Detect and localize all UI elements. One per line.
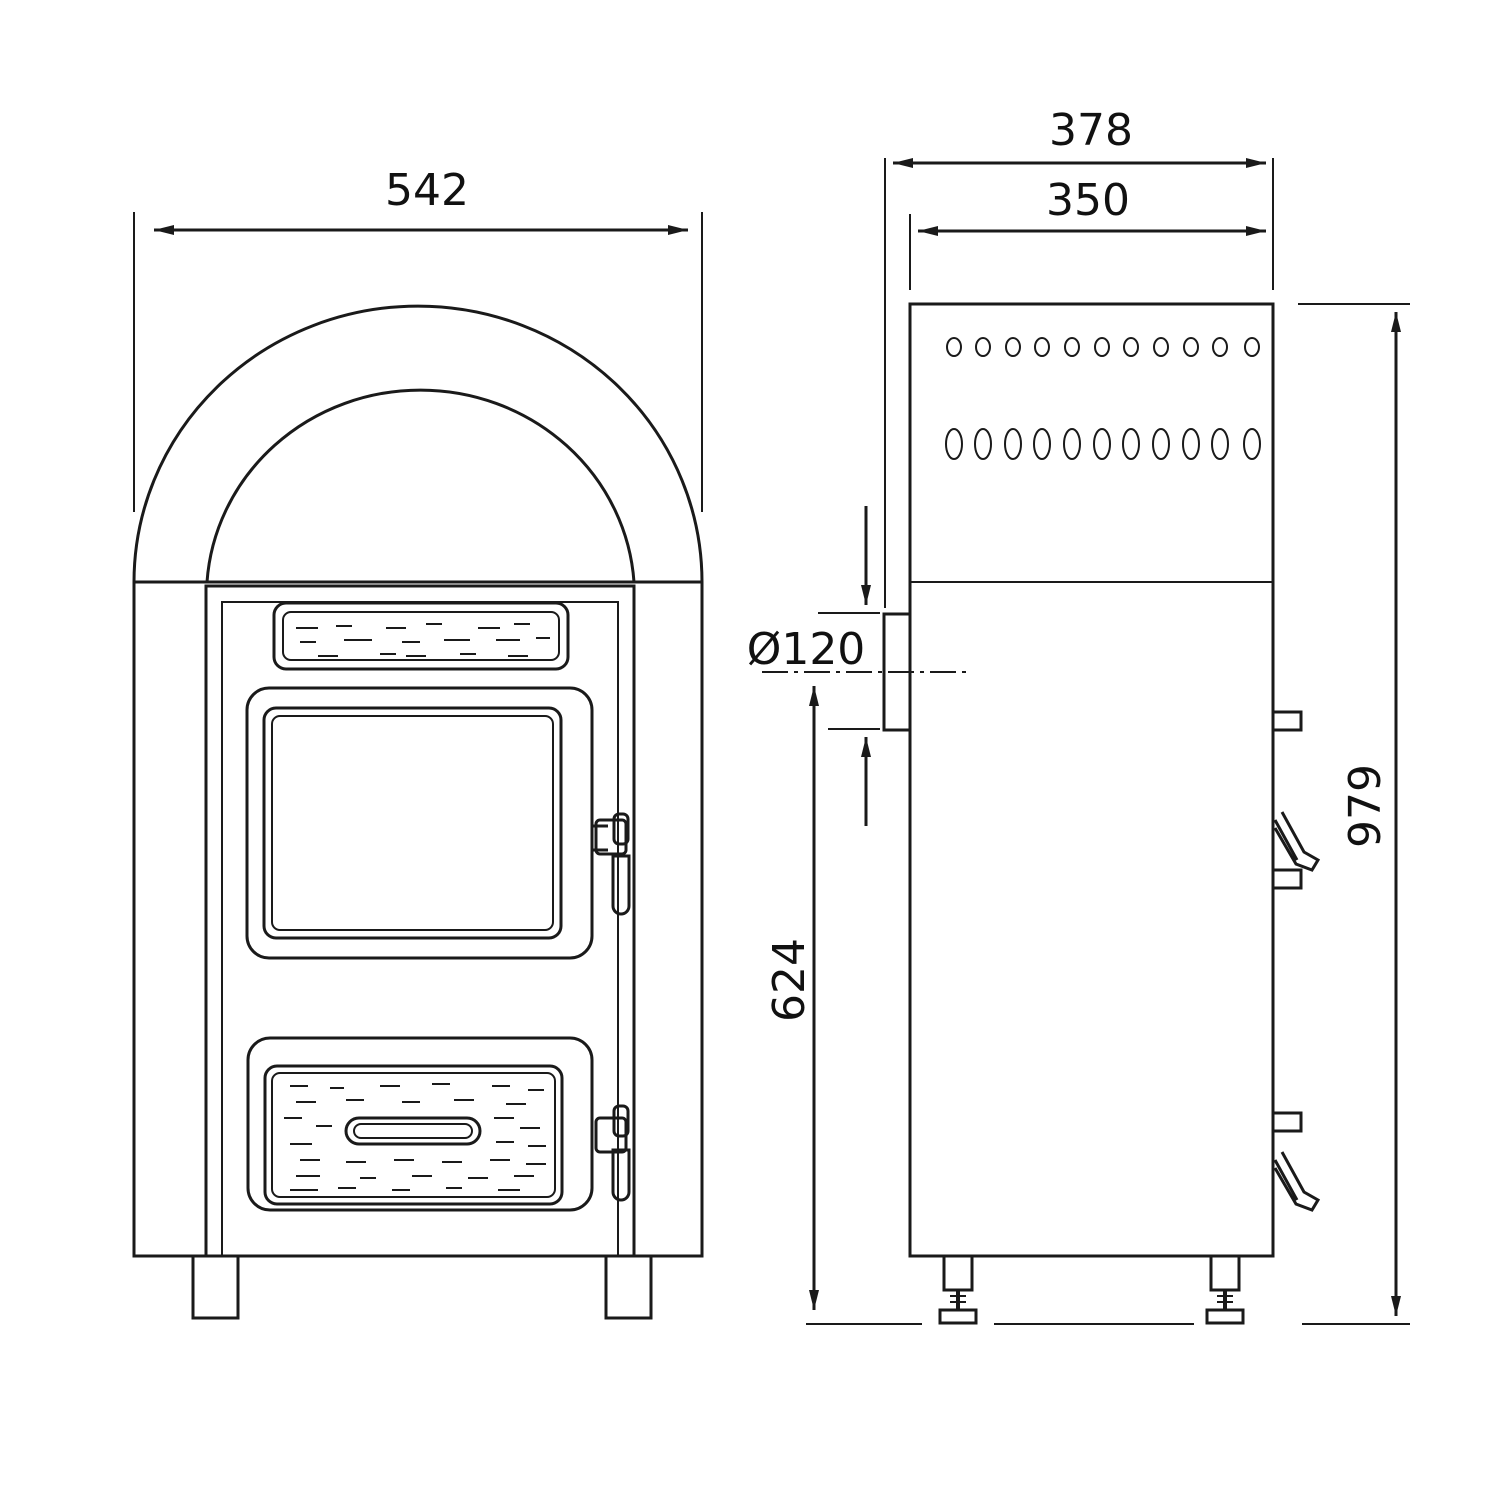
- front-inner-panel: [204, 584, 636, 1256]
- total-height-label: 979: [1340, 764, 1391, 848]
- side-upper-handle: [1273, 811, 1321, 872]
- side-upper-hinge: [1271, 710, 1303, 732]
- front-fire-glass-inner: [271, 715, 554, 931]
- ash-door-slot: [344, 1116, 482, 1146]
- side-depth-outer-label: 378: [1049, 105, 1133, 156]
- front-top-vent: [272, 601, 570, 671]
- front-outer-outline: [132, 304, 704, 1258]
- top-vent-slots: [296, 623, 550, 657]
- flue-diameter-label: Ø120: [747, 624, 866, 675]
- front-left-foot: [191, 1254, 240, 1320]
- side-right-foot: [1205, 1254, 1245, 1325]
- flue-height-dimension: [806, 686, 1194, 1325]
- upper-door-handle: [592, 812, 631, 916]
- side-lower-hinge: [1271, 1111, 1303, 1133]
- total-height-dimension: [1298, 303, 1410, 1325]
- front-fire-glass-outer: [262, 706, 563, 940]
- side-vent-row-lower: [945, 428, 1261, 460]
- front-ash-door: [246, 1036, 594, 1212]
- side-middle-hinge: [1271, 868, 1303, 890]
- lower-door-handle: [594, 1104, 631, 1202]
- flue-diameter-dimension: [762, 506, 972, 826]
- side-depth-dimensions: [884, 158, 1274, 608]
- front-inner-arch: [205, 388, 636, 583]
- side-view: [882, 302, 1321, 1325]
- flue-height-label: 624: [764, 938, 815, 1022]
- front-width-label: 542: [385, 165, 469, 216]
- front-right-foot: [604, 1254, 653, 1320]
- front-width-dimension: [133, 212, 703, 512]
- front-fire-door: [245, 686, 594, 960]
- front-view: [132, 304, 704, 1320]
- side-lower-handle: [1273, 1151, 1321, 1212]
- side-vent-row-upper: [946, 337, 1260, 357]
- ash-door-texture: [284, 1083, 546, 1191]
- side-depth-inner-label: 350: [1046, 175, 1130, 226]
- side-left-foot: [938, 1254, 978, 1325]
- side-body-outline: [908, 302, 1275, 1258]
